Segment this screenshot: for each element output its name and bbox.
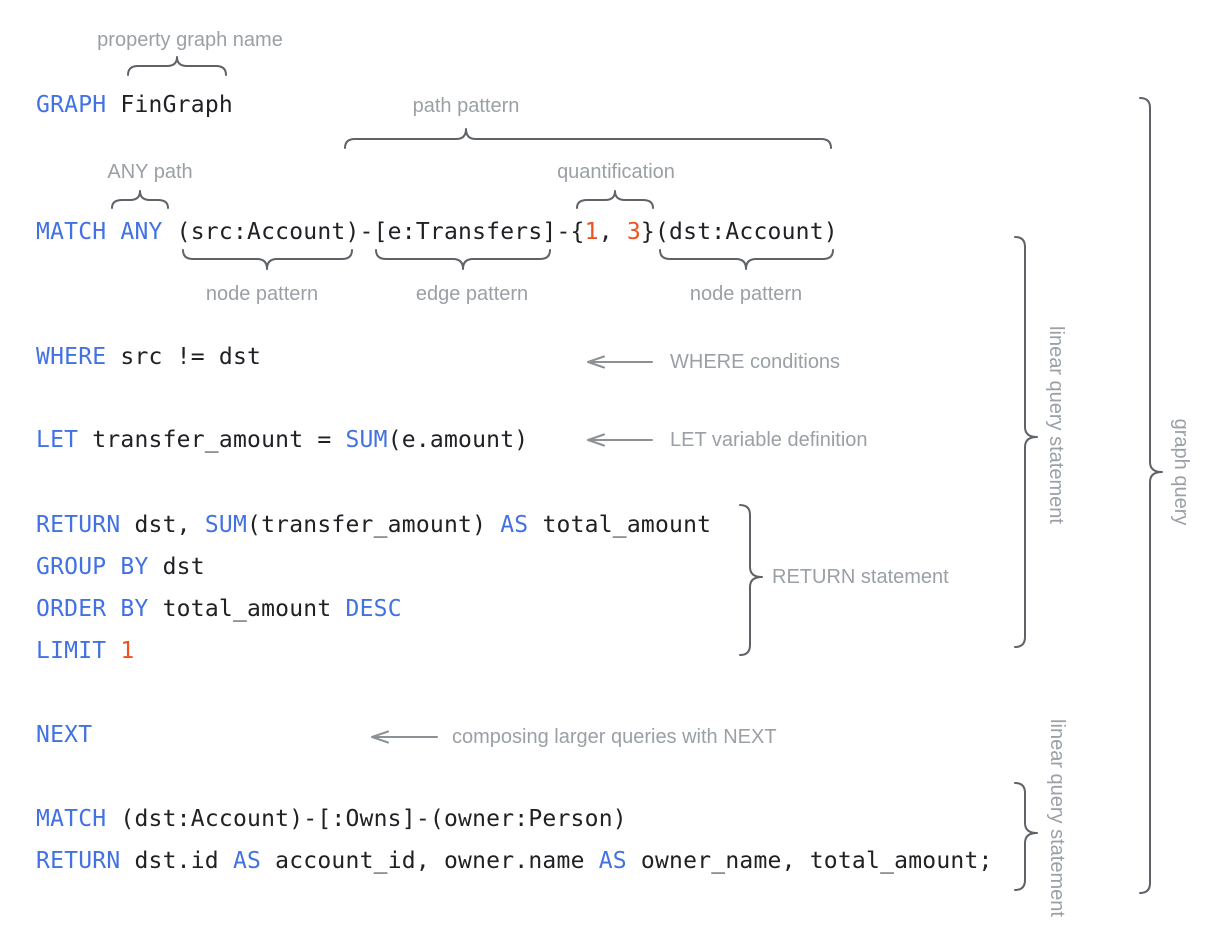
code-line-match-2: MATCH (dst:Account)-[:Owns]-(owner:Perso…	[36, 805, 627, 833]
brace-node-pattern-1	[182, 249, 353, 270]
brace-path-pattern	[344, 128, 832, 149]
brace-quantification	[576, 190, 654, 209]
let-arrow-icon	[587, 433, 653, 447]
sum-args-text: (e.amount)	[387, 427, 529, 453]
keyword-order-by: ORDER BY	[36, 596, 149, 622]
label-path-pattern: path pattern	[412, 95, 520, 117]
return-items-text: dst,	[120, 512, 205, 538]
label-return-statement: RETURN statement	[772, 566, 949, 588]
label-edge-pattern: edge pattern	[415, 283, 529, 305]
code-line-next: NEXT	[36, 721, 92, 749]
keyword-as-1: AS	[500, 512, 529, 538]
keyword-where: WHERE	[36, 344, 107, 370]
label-next-note: composing larger queries with NEXT	[452, 726, 777, 748]
quantifier-lower: 1	[584, 219, 599, 245]
label-linear-query-statement-2: linear query statement	[1046, 719, 1068, 917]
label-node-pattern-1: node pattern	[205, 283, 319, 305]
brace-graph-query	[1139, 97, 1163, 894]
sum-args-text-2: (transfer_amount)	[247, 512, 501, 538]
keyword-sum-1: SUM	[345, 427, 388, 453]
keyword-match-any: MATCH ANY	[36, 219, 163, 245]
keyword-group-by: GROUP BY	[36, 554, 149, 580]
brace-return-statement	[739, 504, 763, 656]
label-let-definition: LET variable definition	[670, 429, 868, 451]
return-item-text-2: dst.id	[120, 848, 233, 874]
keyword-let: LET	[36, 427, 79, 453]
next-arrow-icon	[371, 730, 438, 744]
code-line-return-1: RETURN dst, SUM(transfer_amount) AS tota…	[36, 511, 711, 539]
keyword-return-2: RETURN	[36, 848, 121, 874]
where-arrow-icon	[587, 355, 653, 369]
label-linear-query-statement-1: linear query statement	[1045, 326, 1067, 524]
order-by-text: total_amount	[148, 596, 346, 622]
brace-any-path	[111, 190, 169, 209]
brace-node-pattern-2	[659, 249, 834, 270]
keyword-graph: GRAPH	[36, 92, 107, 118]
keyword-as-3: AS	[598, 848, 627, 874]
code-line-limit: LIMIT 1	[36, 637, 134, 665]
keyword-match-2: MATCH	[36, 806, 107, 832]
alias-text-3: owner_name, total_amount;	[626, 848, 993, 874]
keyword-desc: DESC	[345, 596, 402, 622]
where-condition-text: src != dst	[106, 344, 262, 370]
label-node-pattern-2: node pattern	[689, 283, 803, 305]
label-any-path: ANY path	[107, 161, 193, 183]
code-line-where: WHERE src != dst	[36, 343, 261, 371]
code-line-order-by: ORDER BY total_amount DESC	[36, 595, 402, 623]
label-graph-query: graph query	[1170, 418, 1192, 526]
quantifier-upper: 3	[626, 219, 641, 245]
limit-value: 1	[120, 638, 135, 664]
alias-text-1: total_amount	[528, 512, 712, 538]
keyword-limit: LIMIT	[36, 638, 121, 664]
brace-edge-pattern	[375, 249, 551, 270]
label-quantification: quantification	[557, 161, 675, 183]
keyword-return-1: RETURN	[36, 512, 121, 538]
code-line-group-by: GROUP BY dst	[36, 553, 205, 581]
brace-linear-query-statement-2	[1014, 782, 1038, 891]
match-pattern-text-2: (dst:Account)-[:Owns]-(owner:Person)	[106, 806, 627, 832]
brace-property-graph-name	[127, 56, 227, 76]
brace-linear-query-statement-1	[1014, 236, 1038, 648]
node-pattern-text: }(dst:Account)	[640, 219, 838, 245]
code-line-match-1: MATCH ANY (src:Account)-[e:Transfers]-{1…	[36, 218, 838, 246]
keyword-sum-2: SUM	[204, 512, 248, 538]
graph-name: FinGraph	[106, 92, 233, 118]
code-line-graph: GRAPH FinGraph	[36, 91, 233, 119]
quantifier-separator: ,	[598, 219, 627, 245]
keyword-as-2: AS	[232, 848, 262, 874]
label-property-graph-name: property graph name	[97, 29, 283, 51]
code-line-return-2: RETURN dst.id AS account_id, owner.name …	[36, 847, 993, 875]
label-where-conditions: WHERE conditions	[670, 351, 841, 373]
let-variable-text: transfer_amount =	[78, 427, 346, 453]
path-pattern-text: (src:Account)-[e:Transfers]-{	[162, 219, 585, 245]
code-line-let: LET transfer_amount = SUM(e.amount)	[36, 426, 528, 454]
alias-text-2: account_id, owner.name	[261, 848, 599, 874]
keyword-next: NEXT	[36, 722, 93, 748]
group-by-text: dst	[148, 554, 205, 580]
